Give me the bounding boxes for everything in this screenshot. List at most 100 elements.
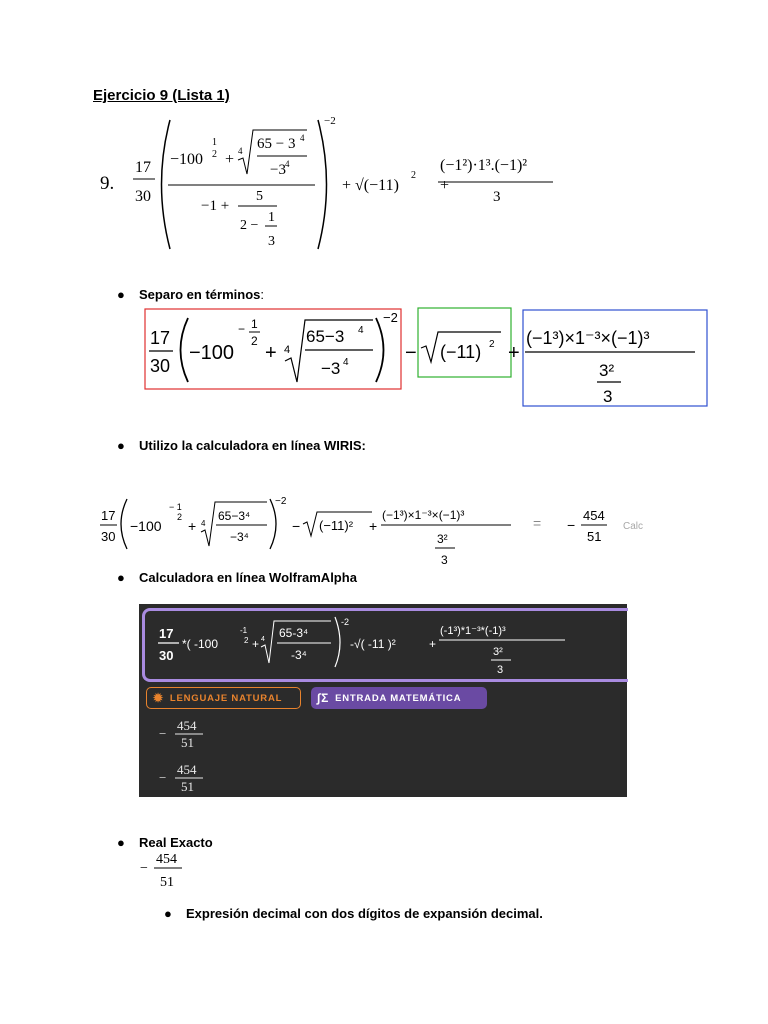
svg-text:2 −: 2 − [240,218,259,233]
right-paren [317,119,328,250]
svg-text:4: 4 [300,133,305,143]
wolfram-panel: 17 30 *( -100 -1 2 + 4 65-3⁴ -3⁴ -2 -√( … [139,604,628,797]
svg-text:1: 1 [212,137,217,148]
bullet-wolfram: ●Calculadora en línea WolframAlpha [117,570,357,585]
svg-text:-3⁴: -3⁴ [291,648,307,662]
svg-text:−3: −3 [321,359,340,378]
svg-text:+: + [252,637,259,651]
svg-text:(−1³)×1⁻³×(−1)³: (−1³)×1⁻³×(−1)³ [526,328,650,348]
svg-text:4: 4 [343,357,349,368]
svg-text:−: − [567,517,575,533]
svg-text:3: 3 [268,234,275,249]
wolfram-result-1-den: 51 [181,735,194,750]
wiris-expression: 17 30 −100 − 1 2 + 4 65−3⁴ −3⁴ −2 − (−11… [100,496,643,567]
svg-text:1: 1 [268,210,275,225]
exercise-expression: 9. 17 30 −100 1 2 + 4 65 − 3 4 −3 4 −1 +… [100,115,553,250]
svg-text:−: − [159,726,166,741]
wolfram-result-2-den: 51 [181,779,194,794]
real-exacto-num: 454 [156,852,177,867]
natural-language-button[interactable]: ✹ LENGUAJE NATURAL [146,687,301,709]
sun-icon: ✹ [153,691,164,705]
svg-text:3²: 3² [437,532,448,546]
term-box-3 [522,309,708,407]
svg-text:65−3: 65−3 [306,327,344,346]
bullet-real-exacto: ●Real Exacto [117,835,213,850]
svg-text:5: 5 [256,189,263,204]
wolfram-input[interactable]: 17 30 *( -100 -1 2 + 4 65-3⁴ -3⁴ -2 -√( … [142,608,628,682]
svg-text:−3⁴: −3⁴ [230,530,249,544]
svg-text:4: 4 [238,146,243,156]
wiris-result-den: 51 [587,529,601,544]
svg-text:3: 3 [603,387,612,406]
svg-text:−: − [405,342,417,364]
svg-text:2: 2 [244,636,249,645]
svg-text:1: 1 [251,317,258,331]
bullet-wiris: ●Utilizo la calculadora en línea WIRIS: [117,438,366,453]
root-den: −3 [270,162,286,178]
svg-text:30: 30 [159,648,173,663]
svg-text:65−3⁴: 65−3⁴ [218,509,250,523]
svg-text:2: 2 [489,339,495,350]
svg-text:65-3⁴: 65-3⁴ [279,626,308,640]
last-num: (−1²)·1³.(−1)² [440,157,527,174]
wolfram-result-2-num: 454 [177,762,197,777]
svg-text:+: + [508,342,520,364]
svg-text:+: + [440,177,449,194]
svg-text:−100: −100 [130,518,162,534]
svg-text:+: + [265,342,277,364]
svg-text:2: 2 [411,170,416,181]
math-input-button[interactable]: ∫Σ ENTRADA MATEMÁTICA [311,687,487,709]
svg-text:−: − [140,861,148,876]
exercise-number: 9. [100,173,114,194]
term-box-1 [144,308,402,390]
svg-text:3: 3 [497,664,503,676]
radical-sign [237,129,307,175]
svg-text:17: 17 [159,626,173,641]
svg-text:4: 4 [285,159,290,169]
real-exacto-fraction: − 454 51 [140,852,182,890]
svg-text:−: − [292,518,300,534]
bullet-separo: ●Separo en términos: [117,287,264,302]
root-num: 65 − 3 [257,136,295,152]
svg-text:−: − [238,322,245,336]
real-exacto-den: 51 [160,875,174,890]
svg-text:+: + [188,518,196,534]
last-den: 3 [493,189,501,205]
svg-text:2: 2 [177,512,182,522]
wolfram-results: − 454 51 − 454 51 [159,718,203,794]
svg-text:(−11): (−11) [440,342,481,362]
svg-text:-1: -1 [240,626,248,635]
outer-exp: −2 [324,115,336,127]
svg-text:+: + [225,151,234,168]
svg-text:−2: −2 [275,496,287,507]
svg-text:4: 4 [284,344,290,356]
separated-terms: 17 30 −100 − 1 2 + 4 65−3 4 −3 4 −2 − (−… [144,307,708,407]
svg-text:−: − [159,770,166,785]
frac-den: 30 [135,188,151,205]
wolfram-result-1-num: 454 [177,718,197,733]
wiris-result-num: 454 [583,508,605,523]
svg-text:2: 2 [212,149,217,160]
svg-text:4: 4 [261,636,265,643]
wolfram-input-expression: 17 30 *( -100 -1 2 + 4 65-3⁴ -3⁴ -2 -√( … [158,616,565,676]
svg-text:2: 2 [251,334,258,348]
svg-text:+: + [429,637,436,651]
integral-icon: ∫Σ [317,691,330,705]
svg-text:− 1: − 1 [169,502,182,512]
svg-text:17: 17 [101,508,115,523]
svg-text:(-1³)*1⁻³*(-1)³: (-1³)*1⁻³*(-1)³ [440,625,506,637]
svg-text:-2: -2 [341,617,349,627]
svg-text:=: = [533,515,541,531]
svg-text:3: 3 [441,553,448,567]
left-paren [160,119,171,250]
minus-one-plus: −1 + [201,198,229,214]
svg-text:−100: −100 [189,342,234,364]
page-title: Ejercicio 9 (Lista 1) [93,87,230,104]
svg-text:(−1³)×1⁻³×(−1)³: (−1³)×1⁻³×(−1)³ [382,508,464,522]
svg-text:4: 4 [201,519,206,528]
svg-text:-√( -11 )²: -√( -11 )² [350,637,396,651]
svg-text:17: 17 [150,328,170,348]
svg-text:3²: 3² [493,646,503,658]
term-box-2 [417,307,512,378]
frac-num: 17 [135,159,151,176]
